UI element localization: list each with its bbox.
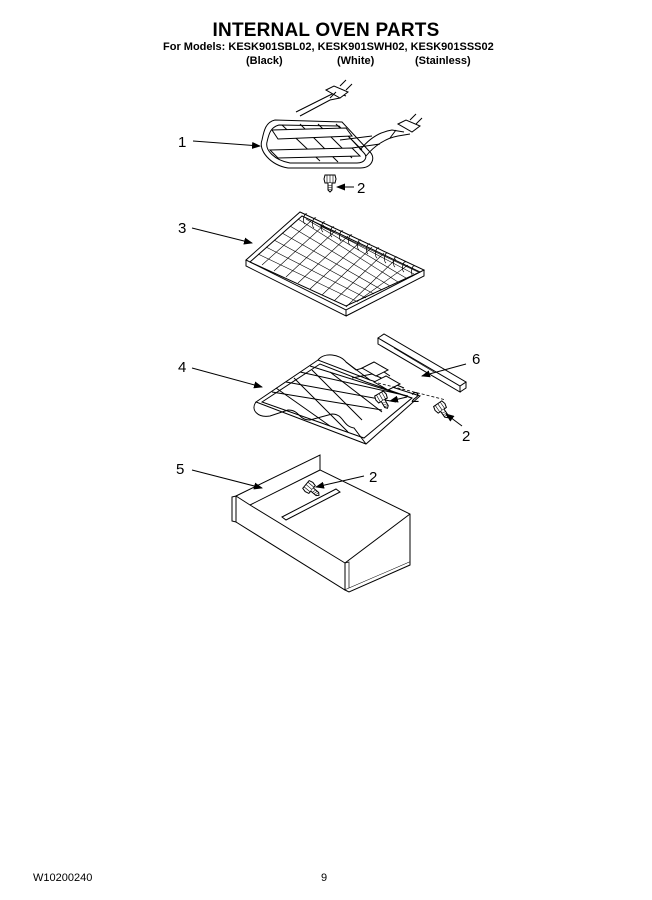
document-code: W10200240 (33, 872, 93, 884)
models-line: For Models: KESK901SBL02, KESK901SWH02, … (163, 41, 494, 53)
callout-leader-2-bake-a (389, 395, 408, 403)
callout-4: 4 (178, 359, 186, 376)
callout-5: 5 (176, 461, 184, 478)
callout-2-bake-b: 2 (462, 428, 470, 445)
page-number: 9 (321, 872, 328, 884)
callout-leader-6 (421, 363, 467, 378)
screw-bake-b (432, 399, 453, 422)
callout-leader-3 (191, 227, 253, 245)
dashed-guide-screw-bracket (377, 382, 447, 401)
oven-rack (245, 211, 426, 317)
callout-2-bake-a: 2 (411, 389, 419, 406)
callout-3: 3 (178, 220, 186, 237)
broil-element (260, 79, 423, 169)
finish-black: (Black) (246, 55, 283, 67)
page-title: INTERNAL OVEN PARTS (212, 20, 440, 41)
callout-leader-1 (192, 140, 261, 149)
callout-leader-4 (191, 367, 263, 389)
callout-1: 1 (178, 134, 186, 151)
callout-6: 6 (472, 351, 480, 368)
finish-white: (White) (337, 55, 375, 67)
callout-leader-5 (191, 469, 263, 490)
callout-leader-2-tray (315, 475, 365, 489)
screw-top (323, 174, 337, 193)
finish-stainless: (Stainless) (415, 55, 471, 67)
callout-leader-2-bake-b (445, 413, 463, 427)
bake-element (253, 354, 421, 445)
bracket (377, 333, 467, 393)
callout-2-top: 2 (357, 180, 365, 197)
vent-tray (231, 454, 411, 593)
callout-2-tray: 2 (369, 469, 377, 486)
